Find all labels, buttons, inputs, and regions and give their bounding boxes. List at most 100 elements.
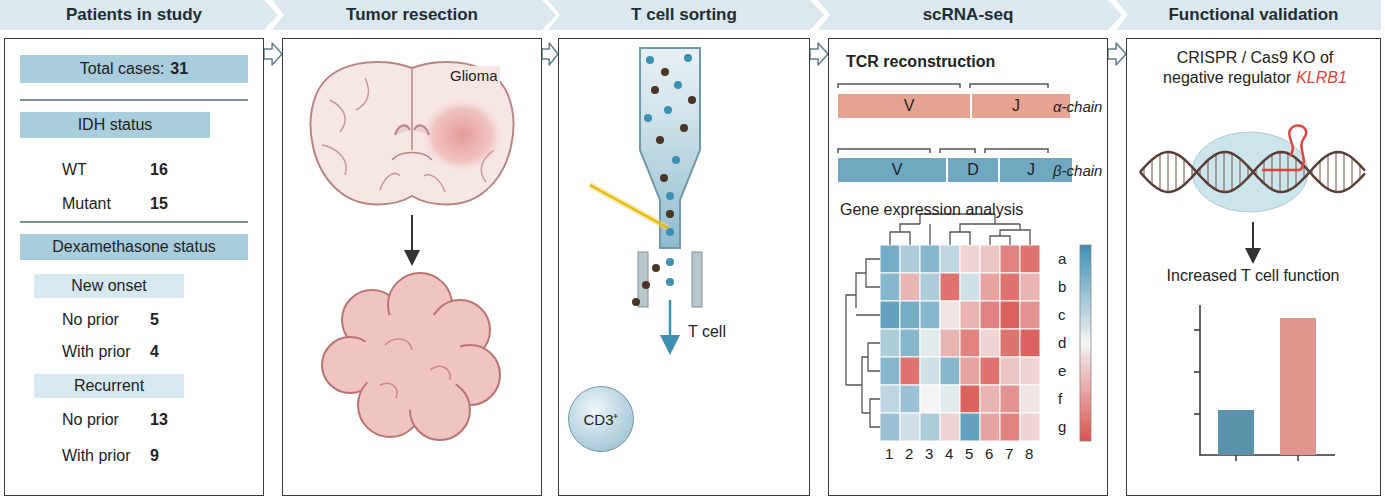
heatmap-cell [1020, 357, 1040, 385]
heatmap-cell [1000, 413, 1020, 441]
panel-heading: Tumor resection [282, 0, 542, 30]
cell-dot [644, 114, 652, 122]
cell-dot [664, 106, 672, 114]
cell-dot [651, 86, 659, 94]
graphic-part [638, 252, 648, 307]
cell-dot [660, 174, 668, 182]
graphic-part [1297, 455, 1299, 461]
heatmap-cell [920, 385, 940, 413]
graphic-part [411, 215, 413, 258]
graphic-part [362, 310, 462, 410]
heatmap-cell [1020, 385, 1040, 413]
segment-label: V [848, 94, 970, 118]
annotation-label: Glioma [448, 66, 500, 86]
header-chevron-shape [818, 0, 1122, 30]
graphic-part [669, 300, 672, 345]
graphic-part [424, 150, 494, 192]
flow-arrow [1108, 43, 1126, 65]
flow-arrow [810, 43, 828, 65]
annotation-label: 7 [1005, 444, 1013, 464]
cell-dot [642, 281, 650, 289]
dna-rung [1287, 153, 1288, 190]
graphic-part [692, 252, 702, 307]
dna-rung [1215, 154, 1216, 189]
annotation-label: 2 [905, 444, 913, 464]
heatmap-cell [980, 329, 1000, 357]
color-bar [1080, 245, 1091, 441]
count-number: 16 [150, 160, 168, 180]
label-band: Total cases: 31 [20, 55, 248, 83]
heatmap-cell [920, 301, 940, 329]
dendrogram [846, 214, 1030, 427]
heatmap-cell [880, 301, 900, 329]
dna-rung [1295, 158, 1296, 186]
cell-circle: CD3⁺ [568, 386, 634, 452]
header-chevron-shape [272, 0, 556, 30]
cell-dot [656, 136, 664, 144]
graphic-part [838, 84, 1048, 88]
segment-label: J [998, 158, 1062, 182]
dna-rung [1167, 152, 1168, 192]
annotation-label: c [1058, 305, 1066, 325]
annotation-label: g [1058, 417, 1066, 437]
cell-dot [672, 156, 680, 164]
cell-dot [666, 258, 674, 266]
cell-dot [684, 54, 692, 62]
heatmap-cell [880, 329, 900, 357]
cell-dot [680, 124, 688, 132]
process-panel: Tumor resection [282, 0, 542, 496]
cell-dot [666, 228, 674, 236]
graphic-part [20, 221, 248, 223]
heatmap-cell [940, 273, 960, 301]
tumor-illustration [322, 273, 500, 440]
graphic-part [1280, 318, 1316, 455]
band-text: Dexamethasone status [52, 238, 216, 256]
category-label: No prior [62, 410, 119, 430]
dna-cas9-illustration [1140, 125, 1365, 256]
heatmap-cell [900, 245, 920, 273]
graphic-part [1140, 152, 1365, 192]
count-number: 15 [150, 194, 168, 214]
count-number: 5 [150, 310, 159, 330]
annotation-label: α-chain [1053, 97, 1102, 117]
chain-bar: VDJ [838, 158, 1072, 182]
heatmap-cell [920, 329, 940, 357]
heatmap-cell [1000, 329, 1020, 357]
heatmap-cell [940, 245, 960, 273]
category-label: Mutant [62, 194, 111, 214]
heatmap-cell [920, 357, 940, 385]
dna-rung [1279, 152, 1280, 192]
graphic-part [411, 68, 413, 150]
band-text: Total cases: [80, 60, 164, 78]
annotation-label: b [1058, 277, 1066, 297]
cell-dot [632, 298, 640, 306]
heatmap-cell [880, 385, 900, 413]
graphic-part [1235, 455, 1237, 461]
heatmap-cell [1020, 329, 1040, 357]
heatmap [880, 245, 1040, 441]
band-text: 31 [170, 60, 188, 78]
label-band: Recurrent [34, 374, 184, 398]
segment-label: V [848, 158, 946, 182]
heatmap-cell [1020, 301, 1040, 329]
band-text: Recurrent [74, 377, 144, 395]
chain-bar: VJ [838, 94, 1070, 118]
graphic-part [311, 62, 514, 205]
brain-illustration [311, 62, 514, 258]
cell-dot [674, 81, 682, 89]
graphic-part [1192, 132, 1308, 212]
category-label: WT [62, 160, 87, 180]
annotation-label: 6 [985, 444, 993, 464]
annotation-label: 3 [925, 444, 933, 464]
cell-sorter [590, 48, 702, 345]
annotation-label: 5 [965, 444, 973, 464]
cell-dot [652, 264, 660, 272]
dna-rung [1271, 155, 1272, 190]
dna-rung [1183, 159, 1184, 185]
heatmap-cell [1000, 273, 1020, 301]
panel-heading: T cell sorting [558, 0, 810, 30]
segment-label: D [946, 158, 998, 182]
graphic-part [380, 339, 450, 398]
panel-heading: Patients in study [4, 0, 264, 30]
label-band: IDH status [20, 112, 210, 138]
